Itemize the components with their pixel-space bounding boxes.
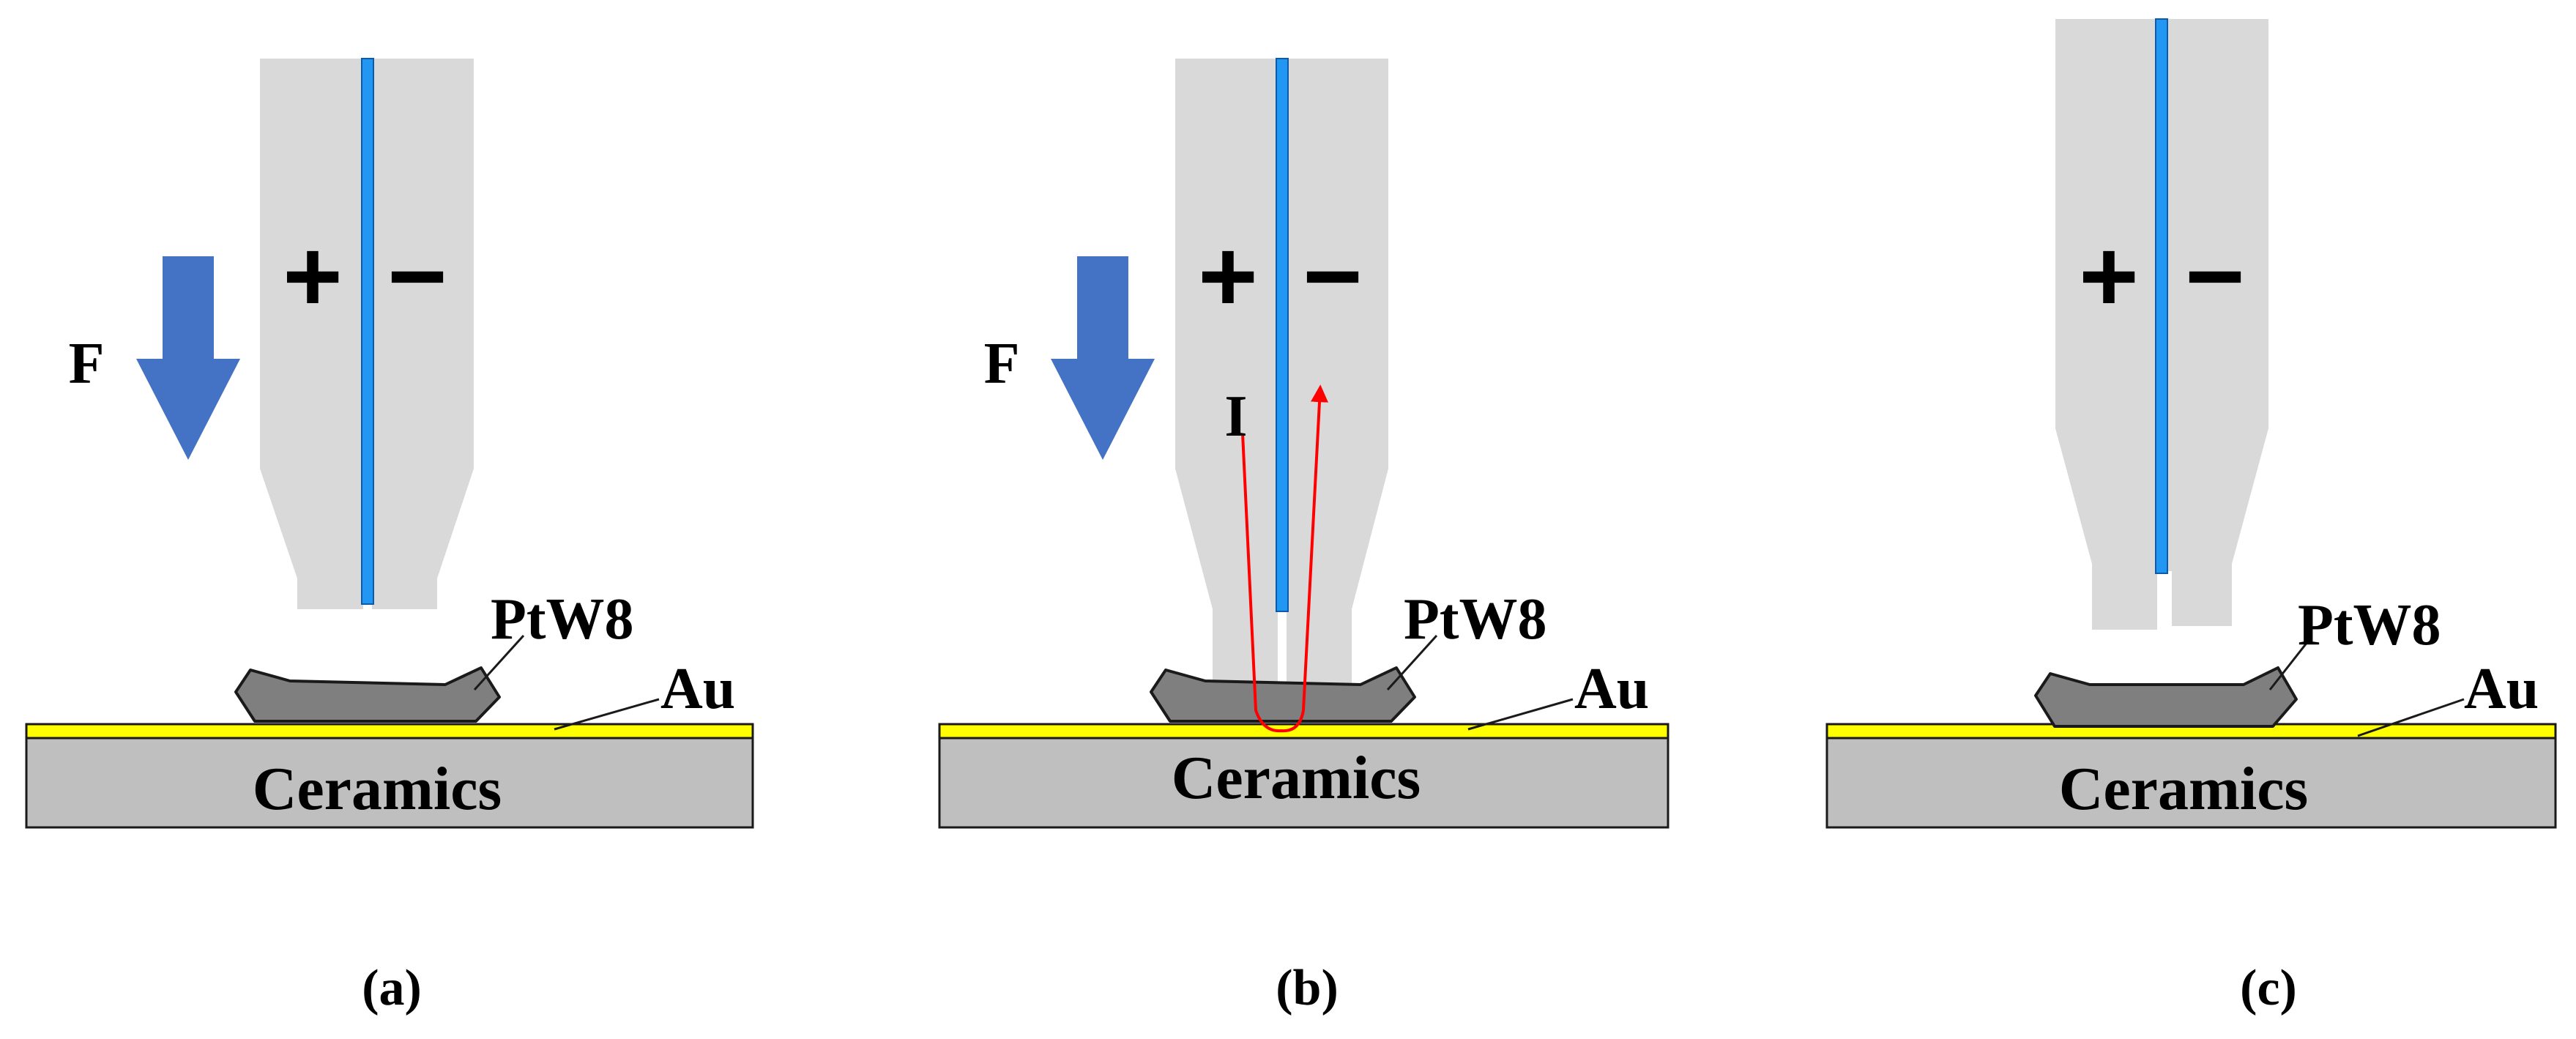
panel-caption: (a) <box>362 960 422 1016</box>
ceramic-substrate: Ceramics <box>1825 737 2557 829</box>
force-label: F <box>69 332 105 396</box>
ptw8-wire <box>1150 666 1416 723</box>
electrode-negative <box>2166 19 2268 626</box>
ceramic-substrate: Ceramics <box>938 737 1669 829</box>
insulating-gap <box>2155 18 2168 574</box>
current-path <box>1241 384 1328 733</box>
plus-sign: + <box>1198 218 1258 333</box>
electrode-positive <box>260 59 363 609</box>
au-leader <box>2357 698 2465 737</box>
au-label: Au <box>660 657 735 721</box>
insulating-gap <box>361 58 374 605</box>
ptw8-wire <box>234 666 501 723</box>
substrate-label: Ceramics <box>1172 744 1421 812</box>
panel-caption: (c) <box>2240 960 2297 1016</box>
welding-electrode: + − <box>260 58 474 609</box>
ptw8-label: PtW8 <box>491 587 634 652</box>
au-label: Au <box>1574 657 1649 721</box>
ptw8-leader <box>473 634 525 691</box>
insulating-gap <box>1276 58 1289 612</box>
au-leader <box>554 698 660 731</box>
force-arrow <box>1051 256 1155 460</box>
plus-sign: + <box>283 218 343 333</box>
minus-sign: − <box>1303 218 1363 333</box>
ceramic-substrate: Ceramics <box>25 737 754 829</box>
substrate-label: Ceramics <box>253 755 502 823</box>
panel-a: Ceramics + − F PtW8 Au (a) <box>25 58 754 1016</box>
minus-sign: − <box>2185 218 2245 333</box>
ptw8-leader <box>2268 638 2312 690</box>
ptw8-label: PtW8 <box>1404 587 1547 652</box>
minus-sign: − <box>387 218 447 333</box>
substrate-label: Ceramics <box>2059 755 2309 823</box>
ptw8-wire <box>2034 666 2298 728</box>
current-label: I <box>1224 384 1247 449</box>
panel-c: Ceramics + − PtW8 Au (c) <box>1825 18 2557 1016</box>
au-leader <box>1467 698 1574 731</box>
panel-b: Ceramics + − I F PtW8 Au (b) <box>938 58 1669 1016</box>
panel-caption: (b) <box>1276 960 1339 1016</box>
gold-layer <box>25 723 754 740</box>
gold-layer <box>938 723 1669 740</box>
electrode-positive <box>2055 19 2157 630</box>
welding-electrode: + − <box>1175 58 1388 688</box>
electrode-negative <box>1287 59 1388 688</box>
plus-sign: + <box>2079 218 2139 333</box>
force-arrow <box>136 256 240 460</box>
au-label: Au <box>2464 657 2539 721</box>
ptw8-label: PtW8 <box>2298 593 2441 658</box>
ptw8-leader <box>1386 634 1438 691</box>
electrode-negative <box>372 59 474 609</box>
electrode-positive <box>1175 59 1278 688</box>
force-label: F <box>984 332 1020 396</box>
welding-electrode: + − <box>2055 18 2268 630</box>
